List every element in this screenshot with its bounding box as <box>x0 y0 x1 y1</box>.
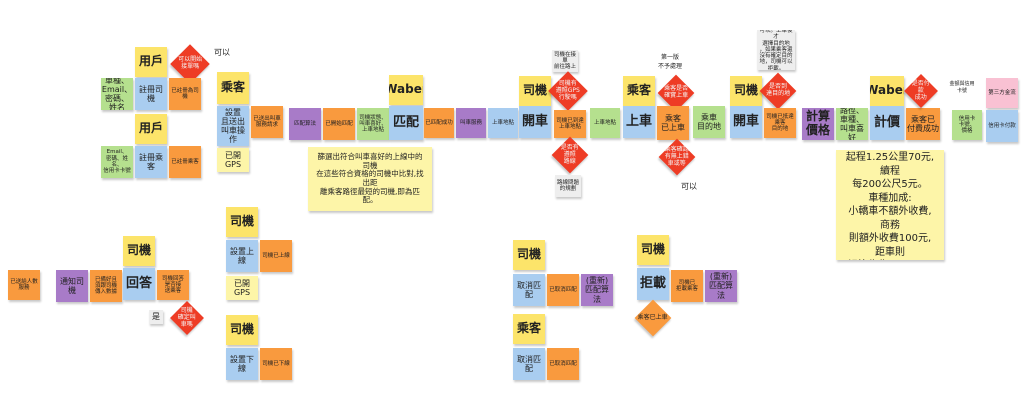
policy-calc-price: 計算 價格 <box>802 108 834 140</box>
cmd-get-on: 上車 <box>623 106 655 138</box>
event-passenger-on: 乘客 已上車 <box>657 106 689 140</box>
state-gps-on-1: 已開GPS <box>217 148 249 172</box>
answer-yes: 是 <box>149 310 163 324</box>
data-car-email: 車種、 Email、 密碼、姓名 <box>101 78 133 110</box>
cmd-register-driver: 註冊司機 <box>135 78 167 110</box>
actor-driver-reject: 司機 <box>637 235 669 265</box>
note-match-description: 篩選出符合叫車喜好的上線中的司機 在這些符合資格的司機中比對,找出距 離乘客路徑… <box>308 147 432 211</box>
cmd-set-offline: 設置下線 <box>226 348 258 380</box>
event-passenger-paid: 乘客已 付費成功 <box>906 108 940 140</box>
policy-notify-driver: 通知司機 <box>56 270 88 302</box>
event-sent-to-service: 已送給人數服務 <box>8 270 40 300</box>
actor-passenger-2: 乘客 <box>623 76 655 106</box>
actor-driver-cancel: 司機 <box>513 240 545 270</box>
event-driver-answered: 司機回答 是否接 送乘客 <box>157 270 189 300</box>
note-first-version: 第一版 不予處理 <box>657 54 682 70</box>
cmd-match: 匹配 <box>389 106 423 140</box>
diamond-passenger-on: 乘客已上車 <box>634 299 672 337</box>
state-gps-on-2: 已開GPS <box>226 276 258 300</box>
event-driver-arrived-pickup: 司機已到達 上車地點 <box>554 110 586 138</box>
cmd-send-request: 設置 且送出 叫車操作 <box>217 106 249 146</box>
cmd-card-payment: 信用卡付款 <box>986 110 1018 142</box>
question-reached-destination: 是否到 達目的地 <box>759 72 797 110</box>
note-driver-en-route: 司機在接單 前往路上 <box>552 50 578 72</box>
cmd-drive-car-2: 開車 <box>730 106 762 138</box>
event-driver-notice: 已備好且 須跟司機 傳入數據 <box>90 270 122 302</box>
actor-driver-offline: 司機 <box>226 315 258 345</box>
answer-can-1: 可以 <box>214 48 230 57</box>
event-match-started: 已開始匹配 <box>323 108 355 140</box>
actor-user-2: 用戶 <box>135 114 167 144</box>
data-route-car-preference: 路徑、 車種、 叫車喜好 <box>836 108 868 140</box>
view-pickup-location-2: 上車地點 <box>590 108 620 138</box>
actor-driver-3: 司機 <box>730 76 762 106</box>
cmd-cancel-match-2: 取消匹配 <box>513 348 545 380</box>
event-rejected: 司機已 拒載乘客 <box>671 270 703 302</box>
event-request-sent: 已送出叫車 服務請求 <box>251 106 283 138</box>
cmd-set-online: 設置上線 <box>226 240 258 272</box>
answer-can-2: 可以 <box>681 182 697 191</box>
note-amount-card: 金額與信用 卡號 <box>949 81 975 94</box>
cmd-register-passenger: 註冊乘客 <box>135 146 167 178</box>
question-follow-gps: 司機有 遵照GPS 行駛嗎 <box>548 71 588 111</box>
event-registered-driver: 已註冊為司機 <box>169 78 201 110</box>
note-fare-description: 計程價: 起程1.25公里70元,續程 每200公尺5元。 車種加成: 小轎車不… <box>836 150 944 260</box>
data-card-price: 信用卡 卡號、 價格 <box>952 110 982 140</box>
policy-match-algorithm: 匹配算法 <box>289 108 321 140</box>
question-driver-confirm: 司機 確定叫 車嗎 <box>170 301 204 335</box>
external-third-party-payment: 第三方金流 <box>986 78 1018 108</box>
cmd-cancel-match: 取消匹配 <box>513 274 545 306</box>
system-waber-1: Waber <box>389 75 423 105</box>
actor-passenger-cancel: 乘客 <box>513 314 545 344</box>
event-reached-destination: 司機已抵達 乘客 目的地 <box>764 108 796 138</box>
actor-passenger-1: 乘客 <box>217 72 249 104</box>
policy-ride-service: 叫車服務 <box>456 108 486 138</box>
event-driver-offline: 司機已下線 <box>260 348 292 380</box>
cmd-reject: 拒載 <box>637 268 669 300</box>
question-payment-success: 是否付款 成功 <box>904 74 938 108</box>
actor-driver-2: 司機 <box>519 76 551 106</box>
policy-rematch: (重新) 匹配算法 <box>581 274 613 306</box>
note-destination-rule: 可以。上車後才 選擇目的地 ，如果乘客還 沒有確定目的 地，司機可以 拒載。 <box>757 30 795 70</box>
event-match-success: 已匹配成功 <box>424 108 454 138</box>
event-registered-passenger: 已註冊乘客 <box>169 146 201 178</box>
policy-rematch-2: (重新) 匹配算法 <box>705 270 737 302</box>
event-cancelled: 已取消匹配 <box>547 274 579 306</box>
system-waber-2: Waber <box>870 76 904 106</box>
event-cancelled-2: 已取消匹配 <box>547 348 579 380</box>
cmd-pricing: 計價 <box>870 106 904 140</box>
actor-driver-answer: 司機 <box>123 236 155 266</box>
question-follow-route: 是否有 遵照 路線 <box>551 136 589 174</box>
view-destination: 乘車 目的地 <box>693 106 725 138</box>
actor-driver-online: 司機 <box>226 207 258 237</box>
cmd-answer: 回答 <box>123 268 155 300</box>
event-driver-online: 司機已上線 <box>260 240 292 272</box>
actor-user-1: 用戶 <box>135 47 167 77</box>
question-check-car: 乘客確認 有無上錯 車或等 <box>658 138 696 176</box>
cmd-drive-car-1: 開車 <box>519 106 551 138</box>
view-pickup-location: 上車地點 <box>488 108 518 138</box>
data-email-card: Email、 密碼、姓名、 信用卡卡號 <box>101 146 133 178</box>
note-route-planning: 路線問題 的規劃 <box>555 175 581 197</box>
data-driver-status: 司機狀態、 叫車喜好、 上車地點 <box>357 108 389 140</box>
